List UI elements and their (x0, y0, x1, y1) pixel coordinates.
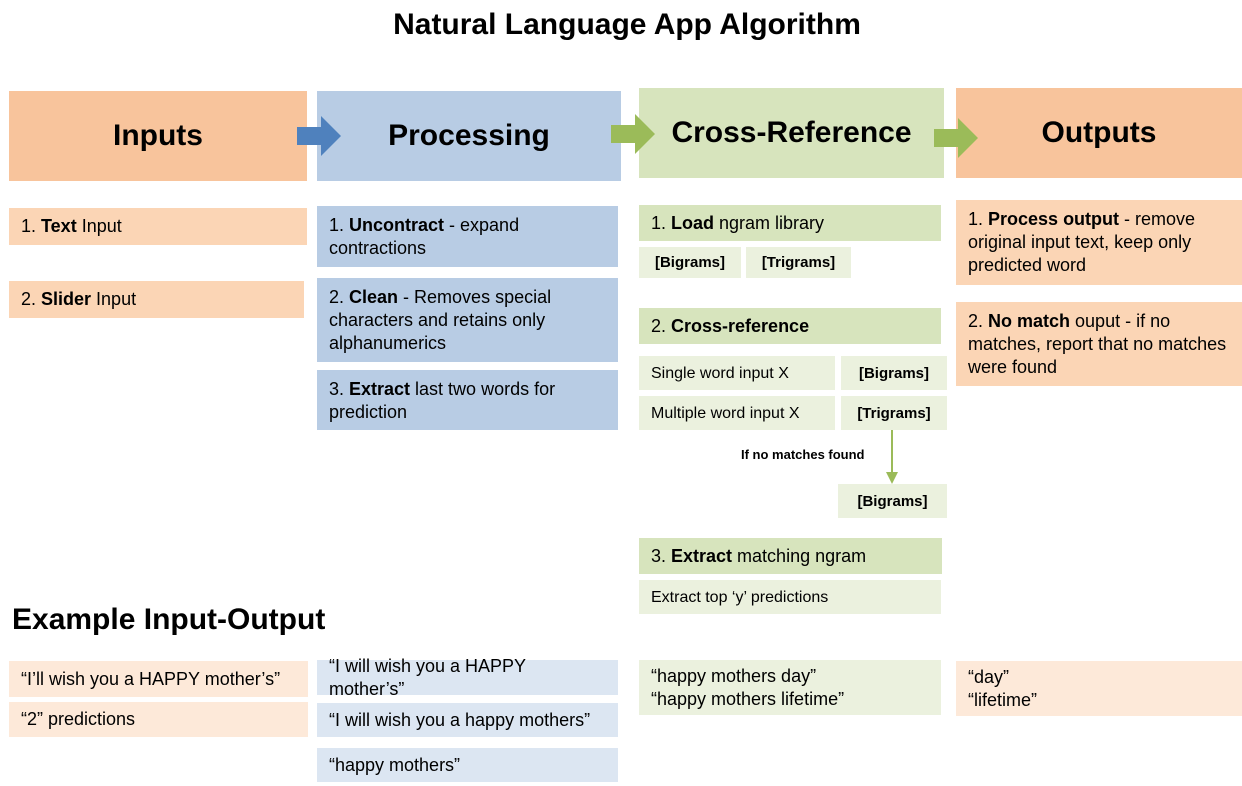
step-description: ngram library (714, 212, 825, 233)
step-keyword: Clean (349, 287, 399, 307)
step-number: 1. (21, 216, 42, 236)
step-keyword: Process output (988, 209, 1120, 229)
fallback-bigrams-tag: [Bigrams] (838, 484, 947, 518)
example-input-slider: “2” predictions (9, 702, 308, 737)
output-word: “day” (968, 666, 1010, 687)
output-word: “lifetime” (968, 689, 1038, 710)
step-number: 2. (968, 311, 989, 331)
step-number: 1. (651, 212, 672, 233)
step-description: - expand contractions (329, 215, 520, 258)
example-processing-uncontracted: “I will wish you a HAPPY mother’s” (317, 656, 618, 699)
single-word-bigrams-tag: [Bigrams] (841, 356, 947, 390)
example-output-words: “day” “lifetime” (956, 661, 1242, 716)
processing-header: Processing (317, 91, 621, 181)
step-number: 2. (651, 315, 672, 336)
step-number: 3. (651, 545, 672, 566)
step-description: Input (76, 216, 122, 236)
step-number: 2. (329, 287, 350, 307)
step-description: - Removes special characters and retains… (329, 287, 552, 353)
step-keyword: Slider (41, 289, 92, 309)
step-keyword: Cross-reference (671, 315, 810, 336)
processing-step-uncontract: 1. Uncontract - expand contractions (317, 206, 618, 267)
multiple-word-input: Multiple word input X (639, 396, 835, 430)
step-number: 3. (329, 379, 350, 399)
arrow-right-icon (297, 116, 341, 156)
step-keyword: Extract (671, 545, 733, 566)
processing-step-clean: 2. Clean - Removes special characters an… (317, 278, 618, 362)
step-description: last two words for prediction (329, 379, 556, 422)
inputs-header: Inputs (9, 91, 307, 181)
example-processing-extracted: “happy mothers” (317, 748, 618, 782)
xref-step-extract: 3. Extract matching ngram (639, 538, 942, 574)
extract-top-predictions: Extract top ‘y’ predictions (639, 580, 941, 614)
cross-reference-header: Cross-Reference (639, 88, 944, 178)
step-keyword: Extract (349, 379, 411, 399)
step-keyword: Uncontract (349, 215, 445, 235)
bigrams-tag: [Bigrams] (639, 247, 741, 278)
match-line: “happy mothers day” (651, 665, 817, 686)
single-word-input: Single word input X (639, 356, 835, 390)
step-description: Input (91, 289, 137, 309)
input-step-text: 1. Text Input (9, 208, 307, 245)
match-line: “happy mothers lifetime” (651, 688, 845, 709)
xref-step-load: 1. Load ngram library (639, 205, 941, 241)
step-description: - remove original input text, keep only … (968, 209, 1196, 275)
step-description: matching ngram (732, 545, 867, 566)
step-number: 1. (968, 209, 989, 229)
arrow-down-icon (886, 430, 898, 484)
multiple-word-trigrams-tag: [Trigrams] (841, 396, 947, 430)
diagram-title: Natural Language App Algorithm (393, 8, 861, 41)
if-no-matches-label: If no matches found (741, 447, 865, 462)
step-keyword: No match (988, 311, 1071, 331)
output-step-no-match: 2. No match ouput - if no matches, repor… (956, 302, 1242, 386)
example-title: Example Input-Output (12, 603, 326, 636)
arrow-right-icon (611, 114, 655, 154)
step-keyword: Text (41, 216, 77, 236)
input-step-slider: 2. Slider Input (9, 281, 304, 318)
step-keyword: Load (671, 212, 715, 233)
arrow-right-icon (934, 118, 978, 158)
output-step-process: 1. Process output - remove original inpu… (956, 200, 1242, 285)
step-number: 2. (21, 289, 42, 309)
example-input-text: “I’ll wish you a HAPPY mother’s” (9, 661, 308, 697)
example-xref-matches: “happy mothers day” “happy mothers lifet… (639, 660, 941, 715)
step-description: ouput - if no matches, report that no ma… (968, 311, 1227, 377)
outputs-header: Outputs (956, 88, 1242, 178)
xref-step-cross-reference: 2. Cross-reference (639, 308, 941, 344)
processing-step-extract: 3. Extract last two words for prediction (317, 370, 618, 430)
trigrams-tag: [Trigrams] (746, 247, 851, 278)
step-number: 1. (329, 215, 350, 235)
example-processing-cleaned: “I will wish you a happy mothers” (317, 703, 618, 737)
